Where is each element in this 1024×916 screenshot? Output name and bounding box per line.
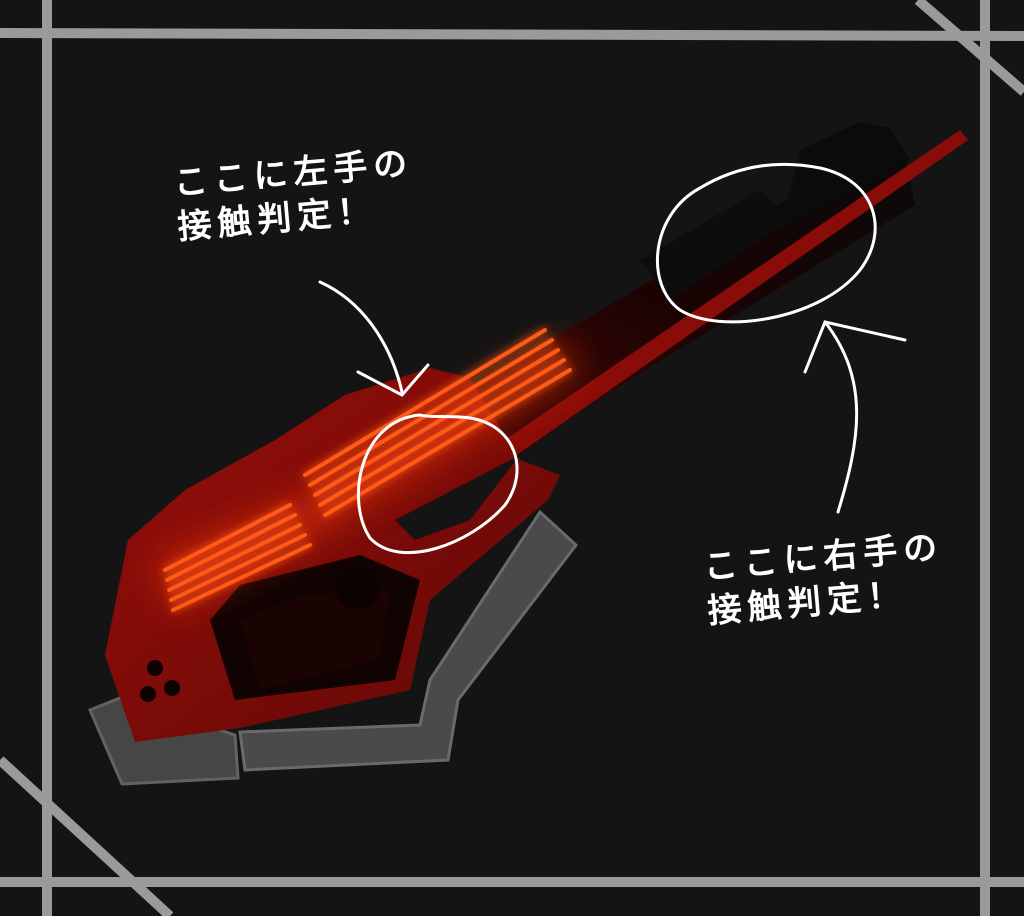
guitar-body xyxy=(105,368,560,742)
button-hole xyxy=(164,680,180,696)
left-hand-circle xyxy=(356,413,519,554)
button-hole xyxy=(147,660,163,676)
frame-diagonal-top-right xyxy=(914,0,1024,96)
left-arrow-head xyxy=(356,363,430,397)
base-plate xyxy=(88,509,579,786)
knob xyxy=(335,565,379,609)
right-arrow-shaft xyxy=(823,320,859,514)
sketch-marks xyxy=(318,162,907,554)
glowing-strings xyxy=(163,328,572,612)
left-arrow-shaft xyxy=(318,280,404,394)
frame-top-line xyxy=(0,28,1024,41)
right-arrow-head xyxy=(803,320,907,374)
frame-diagonal-bottom-left xyxy=(0,756,174,916)
right-hand-circle xyxy=(655,162,877,324)
button-hole xyxy=(140,686,156,702)
